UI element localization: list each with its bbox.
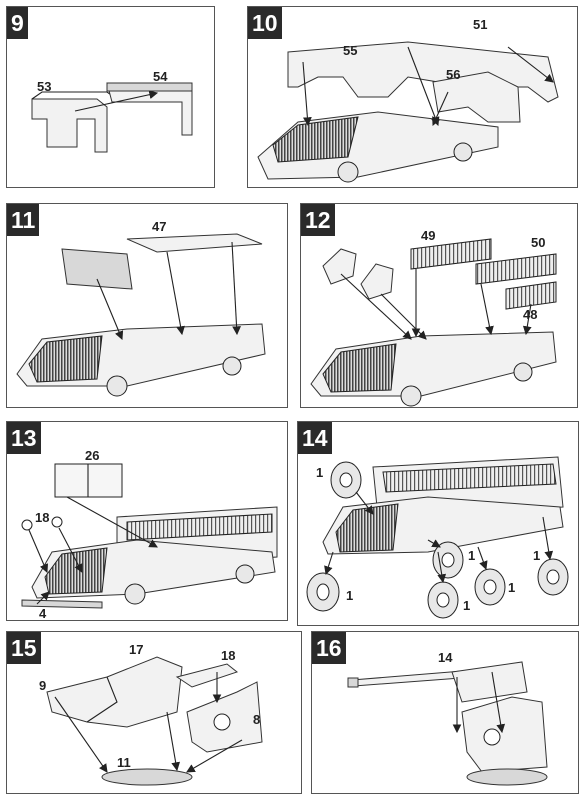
label-49: 49 — [421, 228, 435, 243]
vehicle-body-shape-12 — [310, 331, 557, 407]
step-14-number: 14 — [298, 422, 332, 454]
step-16-number: 16 — [312, 632, 346, 664]
label-14: 14 — [438, 650, 453, 665]
floor-panel-47 — [126, 233, 263, 253]
step-11-number: 11 — [7, 204, 40, 236]
seats-shape — [322, 248, 394, 300]
wheel-1-f — [537, 558, 569, 596]
step-16-panel: 16 14 — [311, 631, 579, 794]
label-1-e: 1 — [508, 580, 515, 595]
step-12-illustration: 49 50 48 — [310, 228, 557, 407]
part-53-shape — [31, 91, 118, 153]
step-11-panel: 11 47 — [6, 203, 288, 408]
headlight-left — [21, 519, 33, 531]
gun-shield-17 — [46, 656, 183, 728]
step-13-illustration: 26 18 4 — [21, 448, 278, 621]
label-18: 18 — [35, 510, 49, 525]
step-12-number: 12 — [301, 204, 335, 236]
label-53: 53 — [37, 79, 51, 94]
vehicle-body-shape-14 — [322, 456, 564, 555]
label-11: 11 — [117, 755, 131, 770]
label-51: 51 — [473, 17, 487, 32]
label-48: 48 — [523, 307, 537, 322]
part-54-shape — [106, 82, 193, 136]
step-12-panel: 12 49 50 48 — [300, 203, 578, 408]
label-1-a: 1 — [316, 465, 323, 480]
side-panel-56 — [432, 71, 521, 123]
vehicle-body-shape-13 — [31, 506, 278, 605]
mesh-panel-48 — [505, 281, 557, 310]
label-4: 4 — [39, 606, 47, 621]
step-13-number: 13 — [7, 422, 41, 454]
label-55: 55 — [343, 43, 357, 58]
step-9-panel: 9 53 54 — [6, 6, 215, 188]
step-9-number: 9 — [7, 7, 28, 39]
gun-mount-16 — [461, 696, 548, 773]
mesh-panel-49 — [410, 238, 492, 270]
label-18-b: 18 — [221, 648, 235, 663]
vehicle-body-shape — [16, 323, 266, 397]
label-50: 50 — [531, 235, 545, 250]
wheel-1-c — [432, 541, 464, 579]
label-1-c: 1 — [468, 548, 475, 563]
label-1-d: 1 — [463, 598, 470, 613]
label-47: 47 — [152, 219, 166, 234]
mesh-panel-50 — [475, 253, 557, 285]
step-15-number: 15 — [7, 632, 41, 664]
label-54: 54 — [153, 69, 168, 84]
base-plate-11 — [101, 768, 193, 786]
step-10-illustration: 55 51 56 — [257, 17, 559, 183]
step-11-illustration: 47 — [16, 219, 266, 397]
label-17: 17 — [129, 642, 143, 657]
step-13-panel: 13 26 18 4 — [6, 421, 288, 621]
wheel-1-e — [474, 568, 506, 606]
wheel-1-b — [306, 572, 340, 612]
step-14-panel: 14 1 1 1 1 1 1 — [297, 421, 579, 626]
label-26: 26 — [85, 448, 99, 463]
wheel-1-d — [427, 581, 459, 619]
label-1-f: 1 — [533, 548, 540, 563]
label-56: 56 — [446, 67, 460, 82]
step-15-panel: 15 17 9 18 8 11 — [6, 631, 302, 794]
headlight-right — [51, 516, 63, 528]
wheel-1-a — [330, 461, 362, 499]
bumper-4 — [21, 599, 103, 609]
part-18-shape — [175, 663, 239, 688]
label-1-b: 1 — [346, 588, 353, 603]
gun-cradle-shape — [451, 661, 528, 703]
step-10-panel: 10 55 51 56 — [247, 6, 578, 188]
step-15-illustration: 17 9 18 8 11 — [39, 642, 263, 786]
step-9-illustration: 53 54 — [31, 69, 193, 153]
step-16-illustration: 14 — [347, 650, 548, 786]
seat-back-shape — [61, 248, 133, 290]
chassis-shape — [257, 111, 499, 183]
step-10-number: 10 — [248, 7, 282, 39]
label-9: 9 — [39, 678, 46, 693]
step-14-illustration: 1 1 1 1 1 1 — [306, 456, 569, 619]
label-8: 8 — [253, 712, 260, 727]
